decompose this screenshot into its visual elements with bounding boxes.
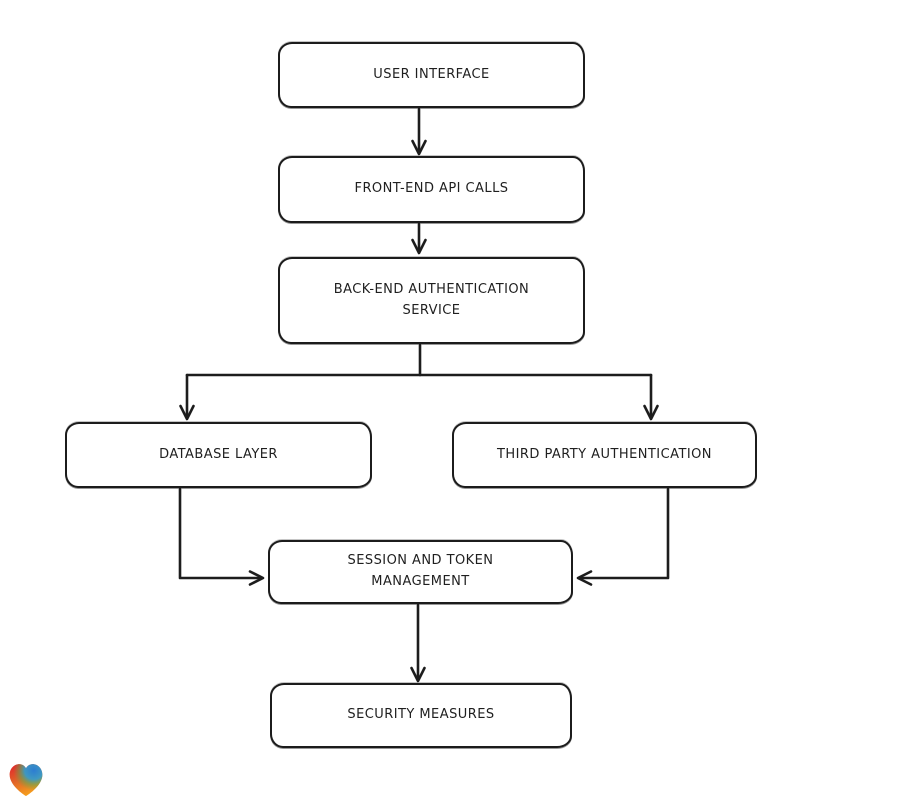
node-security-measures-label: SECURITY MEASURES xyxy=(347,707,495,723)
node-backend-auth-service[interactable]: BACK-END AUTHENTICATION SERVICE xyxy=(278,257,585,344)
gradient-heart-logo[interactable] xyxy=(7,761,45,799)
edge-frontend-to-backend xyxy=(411,222,427,255)
node-security-measures[interactable]: SECURITY MEASURES xyxy=(270,683,572,748)
edge-session-to-security xyxy=(410,603,426,683)
node-frontend-api-calls-label: FRONT-END API CALLS xyxy=(354,181,509,197)
node-backend-auth-service-label: BACK-END AUTHENTICATION SERVICE xyxy=(333,281,530,318)
edge-database-to-session xyxy=(178,487,265,586)
edge-thirdparty-to-session xyxy=(576,487,670,586)
node-session-token-management[interactable]: SESSION AND TOKEN MANAGEMENT xyxy=(268,540,573,604)
node-session-token-management-label: SESSION AND TOKEN MANAGEMENT xyxy=(347,553,494,589)
node-user-interface[interactable]: USER INTERFACE xyxy=(278,42,585,108)
node-third-party-auth[interactable]: THIRD PARTY AUTHENTICATION xyxy=(452,422,757,488)
node-user-interface-label: USER INTERFACE xyxy=(373,66,490,82)
edge-backend-branch xyxy=(179,343,659,421)
node-database-layer-label: DATABASE LAYER xyxy=(159,446,278,462)
node-third-party-auth-label: THIRD PARTY AUTHENTICATION xyxy=(497,446,712,462)
heart-icon xyxy=(9,764,43,797)
node-frontend-api-calls[interactable]: FRONT-END API CALLS xyxy=(278,156,585,223)
node-database-layer[interactable]: DATABASE LAYER xyxy=(65,422,372,488)
edge-ui-to-frontend xyxy=(411,107,427,156)
